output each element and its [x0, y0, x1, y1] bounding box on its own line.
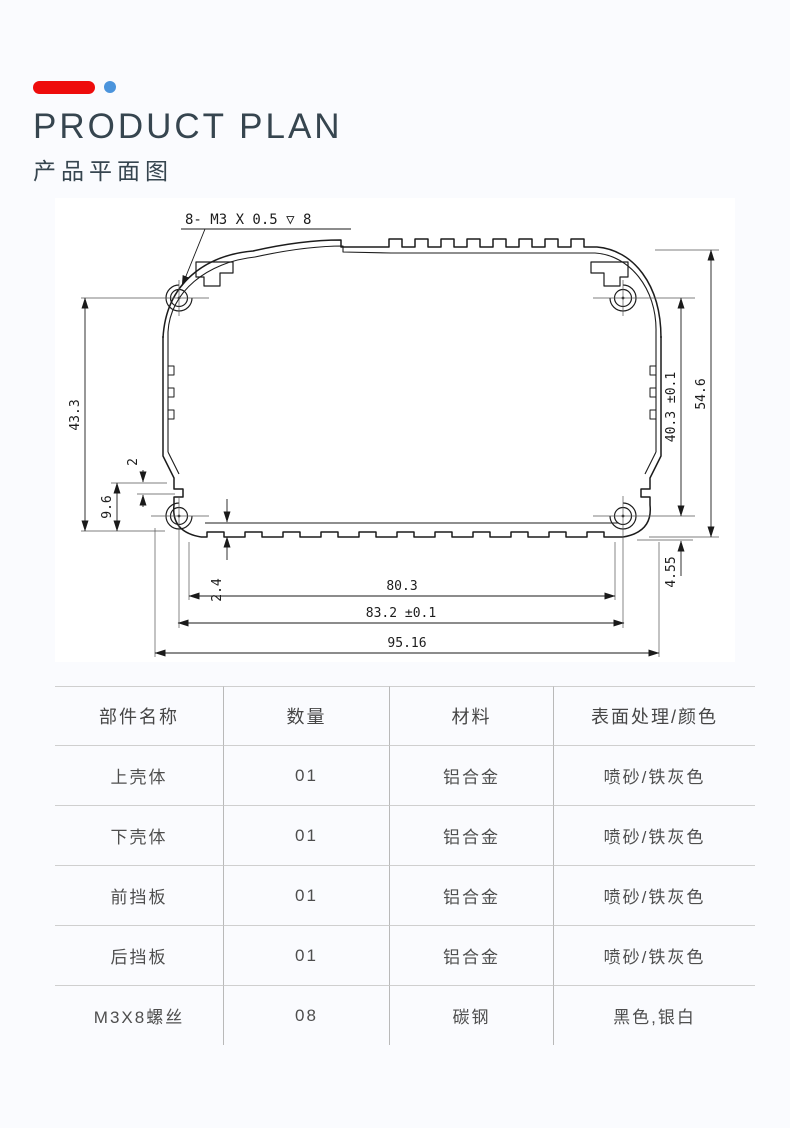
dim-right-bottom: 4.55: [664, 556, 679, 587]
page-header: PRODUCT PLAN 产品平面图: [33, 80, 343, 186]
header-cell-finish: 表面处理/颜色: [553, 686, 755, 746]
cell-material: 铝合金: [389, 746, 553, 806]
page-title: PRODUCT PLAN: [33, 107, 343, 146]
cell-material: 碳钢: [389, 986, 553, 1045]
cell-quantity: 01: [223, 746, 389, 806]
cell-material: 铝合金: [389, 806, 553, 866]
cell-finish: 黑色,银白: [553, 986, 755, 1045]
cell-material: 铝合金: [389, 866, 553, 926]
dim-right-total: 54.6: [694, 378, 709, 409]
cell-quantity: 01: [223, 926, 389, 986]
screw-bosses: [165, 284, 637, 530]
cell-part-name: 后挡板: [55, 926, 223, 986]
cell-quantity: 08: [223, 986, 389, 1045]
dim-bottom-thickness: 2.4: [210, 578, 225, 602]
dim-left-step: 2: [126, 458, 141, 466]
header-cell-quantity: 数量: [223, 686, 389, 746]
parts-table: 部件名称 数量 材料 表面处理/颜色 上壳体 01 铝合金 喷砂/铁灰色 下壳体…: [55, 686, 755, 1045]
cell-part-name: M3X8螺丝: [93, 1008, 185, 1027]
cell-finish: 喷砂/铁灰色: [553, 926, 755, 986]
header-cell-material: 材料: [389, 686, 553, 746]
accent-decoration: [33, 80, 343, 94]
cell-material: 铝合金: [389, 926, 553, 986]
dim-left-lower: 9.6: [100, 495, 115, 518]
enclosure-profile: [162, 238, 662, 538]
cell-quantity: 01: [223, 866, 389, 926]
cell-part-name: 下壳体: [55, 806, 223, 866]
cell-finish: 喷砂/铁灰色: [553, 806, 755, 866]
accent-dot-icon: [104, 81, 116, 93]
dim-right-inner: 40.3 ±0.1: [664, 372, 679, 442]
dimension-lines: [81, 228, 715, 657]
dim-width-screw-span: 83.2 ±0.1: [366, 606, 436, 621]
dim-width-total: 95.16: [387, 636, 426, 651]
cross-section-drawing: 8- M3 X 0.5 ▽ 8 43.3 9.6 2 40.3 ±0.1 54.…: [68, 212, 719, 657]
accent-bar: [33, 80, 95, 94]
page-subtitle: 产品平面图: [33, 157, 173, 184]
cell-part-name: 上壳体: [55, 746, 223, 806]
dimension-labels: 8- M3 X 0.5 ▽ 8 43.3 9.6 2 40.3 ±0.1 54.…: [68, 212, 709, 651]
thread-note: 8- M3 X 0.5 ▽ 8: [185, 212, 311, 228]
cell-finish: 喷砂/铁灰色: [553, 866, 755, 926]
dim-width-inner: 80.3: [386, 579, 417, 594]
header-cell-part-name: 部件名称: [55, 686, 223, 746]
dim-left-total: 43.3: [68, 399, 83, 430]
cell-quantity: 01: [223, 806, 389, 866]
cell-finish: 喷砂/铁灰色: [553, 746, 755, 806]
cell-part-name: 前挡板: [55, 866, 223, 926]
cross-section-drawing-panel: 8- M3 X 0.5 ▽ 8 43.3 9.6 2 40.3 ±0.1 54.…: [55, 198, 735, 662]
